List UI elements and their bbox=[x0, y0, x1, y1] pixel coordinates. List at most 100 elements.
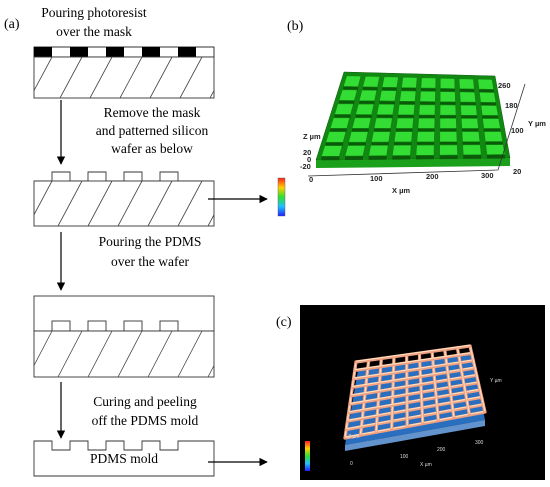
wafer-feature bbox=[159, 320, 179, 332]
post-top bbox=[355, 103, 375, 115]
grid-ridge-highlight bbox=[360, 359, 370, 435]
post-top bbox=[338, 89, 358, 101]
post-top bbox=[329, 117, 351, 129]
grid-ridge-highlight bbox=[352, 366, 476, 388]
post-top bbox=[459, 91, 477, 103]
svg-text:Remove the mask: Remove the mask bbox=[104, 105, 201, 120]
svg-text:over the mask: over the mask bbox=[56, 24, 132, 39]
mask-opaque-block bbox=[70, 47, 88, 57]
hatch-line bbox=[147, 180, 173, 227]
post-top bbox=[376, 103, 395, 116]
step-3-text: Pouring the PDMS over the wafer bbox=[99, 234, 202, 269]
post-top bbox=[419, 90, 436, 102]
post-side bbox=[392, 155, 411, 160]
post-top bbox=[334, 103, 354, 115]
hatch-line bbox=[177, 180, 203, 227]
pdms-over-wafer bbox=[33, 295, 215, 378]
mask-opaque-block bbox=[34, 47, 52, 57]
x-tick-b-0: 0 bbox=[309, 175, 313, 184]
hatch-line bbox=[117, 180, 143, 227]
post-top bbox=[399, 90, 417, 102]
post-top bbox=[439, 144, 458, 156]
post-side bbox=[330, 128, 347, 133]
grid-ridge-highlight bbox=[406, 354, 408, 426]
post-top bbox=[460, 118, 479, 129]
svg-text:Curing and peeling: Curing and peeling bbox=[93, 394, 197, 409]
hatch-line bbox=[207, 365, 215, 378]
surface-b-side bbox=[316, 158, 510, 168]
post-side bbox=[463, 154, 482, 159]
grid-ridge-highlight bbox=[418, 352, 424, 423]
z-axis-label-b: Z µm bbox=[303, 132, 321, 141]
svg-text:off the PDMS mold: off the PDMS mold bbox=[92, 413, 199, 428]
z-tick-b-2: -20 bbox=[300, 162, 311, 171]
post-top bbox=[462, 144, 482, 156]
hatch-line bbox=[57, 180, 83, 227]
grid-ridge bbox=[354, 344, 472, 364]
post-top bbox=[439, 77, 456, 89]
post-top bbox=[351, 117, 372, 129]
x-tick-c-2: 200 bbox=[437, 447, 446, 453]
post-top bbox=[362, 75, 381, 88]
post-side bbox=[352, 128, 369, 133]
grid-ridge-highlight bbox=[431, 350, 439, 420]
post-top bbox=[401, 76, 418, 89]
post-top bbox=[460, 104, 478, 116]
grid-ridge-highlight bbox=[344, 361, 357, 438]
hatch-line bbox=[119, 56, 143, 99]
hatch-line bbox=[87, 180, 113, 227]
post-top bbox=[415, 144, 435, 156]
colorbar-b bbox=[277, 177, 286, 217]
z-tick-b-0: 20 bbox=[303, 148, 311, 157]
post-array-b bbox=[320, 75, 506, 161]
post-side bbox=[368, 155, 387, 160]
post-top bbox=[479, 91, 497, 103]
svg-text:Pouring photoresist: Pouring photoresist bbox=[41, 5, 147, 20]
y-axis-label-b: Y µm bbox=[528, 119, 546, 128]
grid-ridge bbox=[343, 410, 487, 440]
post-top bbox=[393, 131, 413, 143]
post-side bbox=[334, 114, 351, 119]
grid-lines-c bbox=[343, 344, 487, 440]
post-top bbox=[381, 76, 399, 88]
post-top bbox=[373, 117, 393, 129]
post-top bbox=[417, 117, 436, 129]
post-top bbox=[483, 131, 504, 142]
x-tick-b-3: 300 bbox=[481, 171, 494, 180]
hatch-line bbox=[89, 56, 113, 99]
svg-text:wafer as below: wafer as below bbox=[111, 141, 193, 156]
grid-ridge-highlight bbox=[355, 344, 471, 362]
panel-label-b: (b) bbox=[287, 19, 304, 34]
grid-ridge-highlight bbox=[347, 395, 482, 421]
grid-ridge-highlight bbox=[351, 373, 477, 396]
grid-ridge-highlight bbox=[349, 381, 479, 404]
hatch-line bbox=[87, 330, 113, 378]
post-top bbox=[480, 105, 499, 116]
grid-ridge bbox=[350, 366, 477, 389]
post-side bbox=[321, 156, 340, 161]
grid-ridge-highlight bbox=[456, 346, 470, 415]
hatch-line bbox=[209, 90, 215, 99]
wafer-feature bbox=[87, 320, 107, 332]
plot-b: Z µm 20 0 -20 0 100 200 300 X µm 20 100 … bbox=[277, 71, 546, 217]
grid-ridge-highlight bbox=[353, 359, 474, 379]
grid-ridge-highlight bbox=[348, 388, 481, 413]
x-tick-c-0: 0 bbox=[350, 461, 353, 467]
wafer-hatching bbox=[33, 330, 215, 378]
post-side bbox=[486, 154, 505, 159]
post-top bbox=[344, 145, 366, 157]
post-top bbox=[418, 104, 436, 116]
patterned-wafer bbox=[33, 171, 215, 227]
hatch-line bbox=[33, 330, 53, 366]
axis-frame-b bbox=[307, 83, 526, 177]
post-top bbox=[461, 131, 481, 142]
x-tick-b-1: 100 bbox=[370, 174, 383, 183]
step-4-text: Curing and peeling off the PDMS mold bbox=[92, 394, 199, 428]
x-axis-label-c: X µm bbox=[420, 462, 432, 468]
panel-label-c: (c) bbox=[276, 315, 292, 330]
wafer-feature bbox=[123, 320, 143, 332]
mask-opaque-block bbox=[178, 47, 196, 57]
step-2-text: Remove the mask and patterned silicon wa… bbox=[96, 105, 209, 156]
grid-ridge-highlight bbox=[391, 355, 395, 429]
